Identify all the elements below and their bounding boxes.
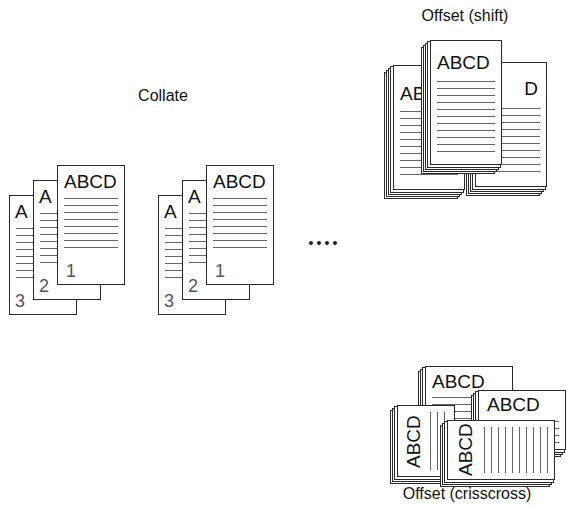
caption-label: Offset (crisscross) xyxy=(403,485,532,503)
page-number: 2 xyxy=(188,277,198,295)
paper-sheet: ABCD xyxy=(447,420,555,480)
page-text: A xyxy=(39,187,52,206)
page-number: 2 xyxy=(39,277,49,295)
page-text: ABCD xyxy=(213,172,266,191)
page-text: ABCD xyxy=(404,415,423,468)
page-text: ABCD xyxy=(456,423,475,476)
page-text: A xyxy=(188,187,201,206)
page-text: AB xyxy=(400,84,425,103)
page-text: ABCD xyxy=(432,372,485,391)
page-number: 1 xyxy=(66,262,76,280)
caption-label: Offset (shift) xyxy=(422,7,509,25)
ellipsis-dot xyxy=(333,241,337,245)
page-number: 1 xyxy=(215,262,225,280)
page-text: ABCD xyxy=(437,53,490,72)
caption-label: Collate xyxy=(138,87,188,105)
paper-sheet: ABCD xyxy=(430,40,502,165)
paper-sheet: ABCD 1 xyxy=(57,165,125,285)
ellipsis-dots xyxy=(309,241,337,245)
page-number: 3 xyxy=(15,292,25,310)
page-text: ABCD xyxy=(487,395,540,414)
ellipsis-dot xyxy=(317,241,321,245)
ellipsis-dot xyxy=(325,241,329,245)
paper-sheet: ABCD 1 xyxy=(206,165,274,285)
page-text: ABCD xyxy=(64,172,117,191)
page-text: A xyxy=(15,202,28,221)
page-text: D xyxy=(524,79,538,98)
ellipsis-dot xyxy=(309,241,313,245)
page-text: A xyxy=(164,202,177,221)
page-number: 3 xyxy=(164,292,174,310)
